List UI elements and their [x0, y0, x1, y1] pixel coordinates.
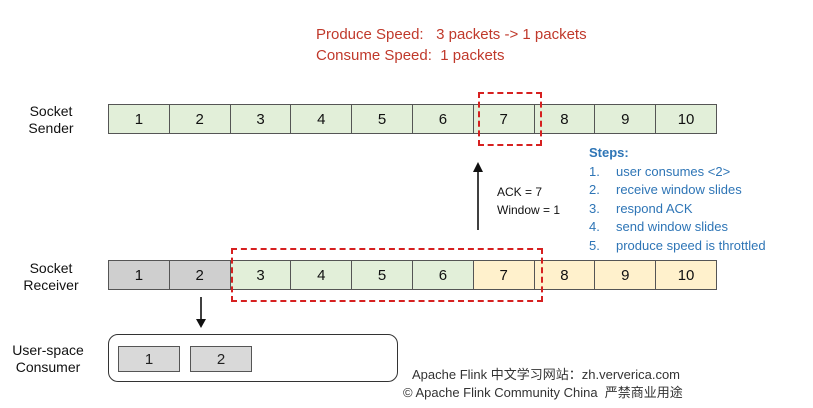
- consume-arrow: [196, 297, 206, 328]
- sender-cell: 7: [472, 104, 535, 134]
- sender-cell: 4: [290, 104, 353, 134]
- footer-copyright: © Apache Flink Community China 严禁商业用途: [403, 385, 683, 400]
- receiver-cell: 10: [655, 260, 717, 290]
- consumer-box: [108, 334, 398, 382]
- produce-speed-value: 3 packets -> 1 packets: [436, 26, 587, 43]
- receiver-cell: 9: [594, 260, 657, 290]
- consume-speed-line: Consume Speed: 1 packets: [316, 46, 504, 66]
- step-item: 3.respond ACK: [589, 200, 693, 216]
- sender-cell: 9: [594, 104, 657, 134]
- step-item: 4.send window slides: [589, 219, 729, 234]
- sender-cell: 2: [168, 104, 231, 134]
- receiver-cell: 3: [229, 260, 292, 290]
- consumer-cell: 1: [118, 346, 180, 372]
- ack-text: ACK = 7 Window = 1: [497, 183, 560, 219]
- receive-window-box: [231, 248, 543, 302]
- window-value: Window = 1: [497, 203, 561, 217]
- receiver-cell: 1: [108, 260, 170, 290]
- consume-speed-label: Consume Speed:: [316, 47, 432, 64]
- ack-value: ACK = 7: [497, 185, 543, 199]
- steps-title: Steps:: [589, 145, 629, 160]
- sender-cell: 5: [351, 104, 413, 134]
- consumer-cell: 2: [190, 346, 252, 372]
- receiver-cell: 6: [411, 260, 474, 290]
- produce-speed-line: Produce Speed: 3 packets -> 1 packets: [316, 25, 587, 45]
- consumer-label: User-space Consumer: [8, 342, 88, 376]
- consumer-label-line1: User-space: [12, 342, 84, 358]
- footer-site: Apache Flink 中文学习网站：zh.ververica.com: [412, 367, 681, 382]
- sender-cell: 3: [229, 104, 292, 134]
- step-item: 2.receive window slides: [589, 182, 742, 197]
- send-window-box: [478, 92, 542, 146]
- receiver-cell: 7: [472, 260, 535, 290]
- receiver-label-line2: Receiver: [23, 277, 79, 293]
- receiver-cell: 2: [168, 260, 231, 290]
- sender-cell: 10: [655, 104, 717, 134]
- sender-cell: 1: [108, 104, 170, 134]
- ack-arrow: [473, 162, 483, 230]
- sender-cell: 8: [533, 104, 596, 134]
- sender-label-line2: Sender: [28, 120, 74, 136]
- sender-label-line1: Socket: [29, 103, 73, 119]
- produce-speed-label: Produce Speed:: [316, 26, 424, 43]
- step-item: 5.produce speed is throttled: [589, 237, 766, 253]
- receiver-label-line1: Socket: [29, 260, 73, 276]
- receiver-cell: 8: [533, 260, 596, 290]
- sender-label: Socket Sender: [11, 103, 91, 137]
- sender-cells: 1 2 3 4 5 6 7 8 9 10: [108, 104, 717, 134]
- consumer-label-line2: Consumer: [15, 359, 81, 375]
- step-item: 1.user consumes <2>: [589, 163, 731, 179]
- receiver-label: Socket Receiver: [11, 260, 91, 294]
- sender-cell: 6: [411, 104, 474, 134]
- consume-speed-value: 1 packets: [440, 47, 505, 64]
- receiver-cell: 5: [351, 260, 413, 290]
- receiver-cells: 1 2 3 4 5 6 7 8 9 10: [108, 260, 717, 290]
- steps-list: Steps: 1.user consumes <2> 2.receive win…: [589, 144, 766, 255]
